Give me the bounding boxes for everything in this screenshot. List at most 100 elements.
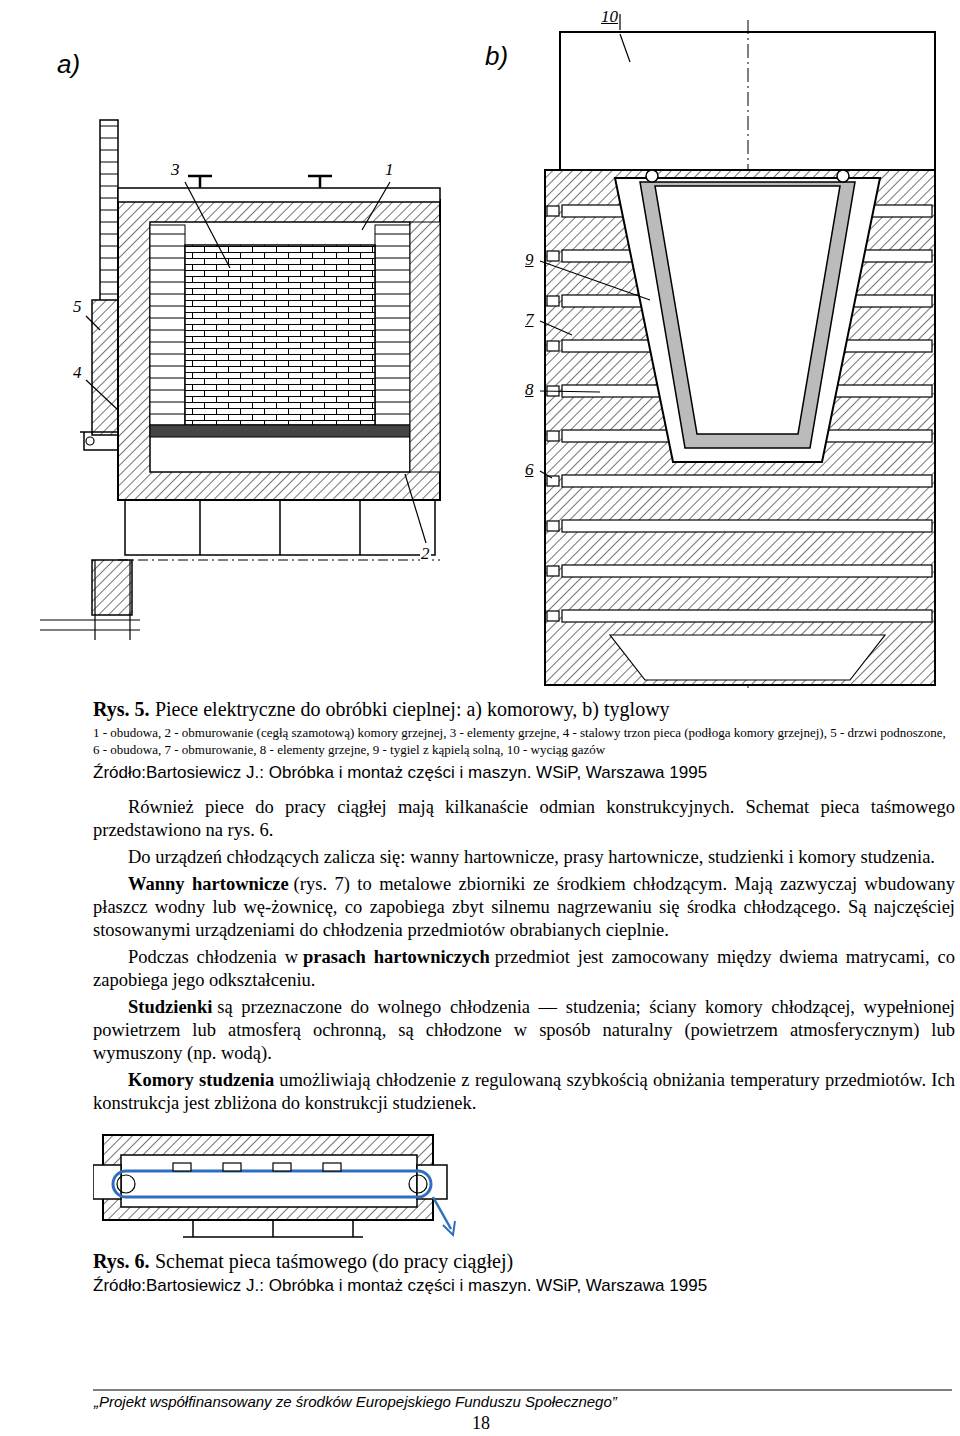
paragraph: 1 - obudowa, 2 - obmurowanie (cegłą szam… [93, 724, 955, 758]
chamber-furnace [118, 188, 440, 202]
leader-lines [540, 471, 552, 478]
chamber-furnace [40, 560, 140, 640]
callout-number: 8 [524, 381, 535, 400]
leader-lines [405, 474, 426, 543]
paragraph: Rys. 6.Schemat pieca taśmowego (do pracy… [93, 1249, 955, 1273]
crucible-furnace [562, 520, 932, 532]
figure-letter: a) [56, 50, 81, 79]
paragraph: Wanny hartownicze(rys. 7) to metalowe zb… [93, 873, 955, 942]
callout-number: 2 [420, 545, 431, 564]
chamber-furnace [150, 225, 185, 425]
crucible-furnace [547, 206, 559, 216]
paragraph: Podczas chłodzenia wprasach hartowniczyc… [93, 946, 955, 992]
chamber-furnace [118, 560, 440, 561]
crucible-furnace [655, 186, 840, 434]
crucible-furnace [619, 14, 620, 30]
paragraph: Rys. 5.Piece elektryczne do obróbki ciep… [93, 697, 955, 721]
chamber-furnace [118, 200, 440, 500]
belt-furnace [113, 1171, 431, 1197]
leader-lines [540, 321, 572, 335]
belt-furnace [433, 1197, 451, 1229]
callout-number: 5 [72, 298, 83, 317]
crucible-furnace [646, 170, 658, 182]
furnace-figures [0, 0, 960, 700]
paragraph: Do urządzeń chłodzących zalicza się: wan… [93, 846, 955, 869]
callout-number: 1 [384, 161, 395, 180]
leader-lines [86, 380, 118, 410]
chamber-furnace [92, 560, 132, 615]
crucible-furnace [837, 170, 849, 182]
belt-furnace [443, 1221, 455, 1235]
chamber-furnace [40, 120, 440, 640]
paragraph: Źródło:Bartosiewicz J.: Obróbka i montaż… [93, 762, 955, 784]
chamber-furnace [92, 300, 118, 435]
chamber-furnace [185, 245, 375, 425]
chamber-furnace [150, 425, 410, 437]
figure-letter: b) [484, 42, 509, 71]
crucible-furnace [610, 635, 885, 680]
belt-furnace [409, 1175, 427, 1193]
chamber-furnace [188, 176, 332, 188]
belt-furnace [173, 1163, 341, 1171]
callout-number: 10 [600, 8, 619, 27]
belt-furnace [223, 1163, 241, 1171]
body-paragraph: Do urządzeń chłodzących zalicza się: wan… [128, 847, 935, 867]
crucible-furnace [545, 170, 935, 685]
belt-furnace [117, 1175, 135, 1193]
belt-furnace [173, 1163, 191, 1171]
chamber-furnace [125, 500, 435, 555]
leader-lines [86, 182, 426, 543]
chamber-furnace [80, 432, 118, 450]
page-number: 18 [471, 1414, 491, 1434]
crucible-furnace [545, 14, 935, 690]
leader-lines [540, 391, 600, 392]
term: prasach hartowniczych [303, 947, 490, 967]
callout-number: 9 [524, 251, 535, 270]
crucible-furnace [640, 182, 855, 448]
crucible-furnace [547, 341, 559, 351]
crucible-furnace [547, 296, 559, 306]
belt-furnace [93, 1135, 455, 1237]
callout-number: 3 [170, 161, 181, 180]
leader-lines [86, 316, 100, 330]
belt-furnace-figure [93, 1125, 553, 1243]
belt-furnace [103, 1135, 433, 1220]
crucible-furnace [562, 610, 932, 622]
leader-lines [185, 182, 230, 268]
crucible-furnace [562, 475, 932, 487]
footer-rule [93, 1390, 952, 1391]
figure-caption: Rys. 6. [93, 1250, 150, 1272]
belt-furnace [183, 1220, 363, 1237]
crucible-furnace [547, 611, 559, 621]
leader-lines [362, 182, 390, 230]
term: Studzienki [128, 997, 212, 1017]
crucible-furnace [615, 178, 880, 462]
paragraph: Źródło:Bartosiewicz J.: Obróbka i montaż… [93, 1275, 955, 1297]
term: Komory studzenia [128, 1070, 274, 1090]
legend-text: 1 - obudowa, 2 - obmurowanie (cegłą szam… [93, 725, 946, 757]
crucible-furnace [547, 521, 559, 531]
callout-number: 6 [524, 461, 535, 480]
leader-lines [540, 34, 650, 478]
leader-lines [620, 34, 630, 62]
figure-caption: Piece elektryczne do obróbki cieplnej: a… [155, 698, 670, 720]
chamber-furnace [200, 500, 360, 555]
crucible-furnace [547, 431, 559, 441]
chamber-furnace [410, 222, 440, 472]
text-column: Rys. 5.Piece elektryczne do obróbki ciep… [93, 697, 955, 1297]
crucible-furnace [547, 476, 559, 486]
term: Wanny hartownicze [128, 874, 289, 894]
crucible-furnace [547, 566, 559, 576]
body-text: Podczas chłodzenia w [128, 947, 298, 967]
source-note: Źródło:Bartosiewicz J.: Obróbka i montaż… [93, 1276, 707, 1295]
paragraph: Również piece do pracy ciągłej mają kilk… [93, 796, 955, 842]
callout-number: 4 [72, 364, 83, 383]
source-note: Źródło:Bartosiewicz J.: Obróbka i montaż… [93, 763, 707, 782]
belt-furnace [273, 1163, 291, 1171]
figure-caption: Schemat pieca taśmowego (do pracy ciągłe… [155, 1250, 513, 1272]
body-text: są przeznaczone do wolnego chłodzenia — … [93, 997, 955, 1063]
belt-furnace [121, 1155, 417, 1207]
callout-number: 7 [524, 311, 535, 330]
chamber-furnace [375, 225, 410, 425]
